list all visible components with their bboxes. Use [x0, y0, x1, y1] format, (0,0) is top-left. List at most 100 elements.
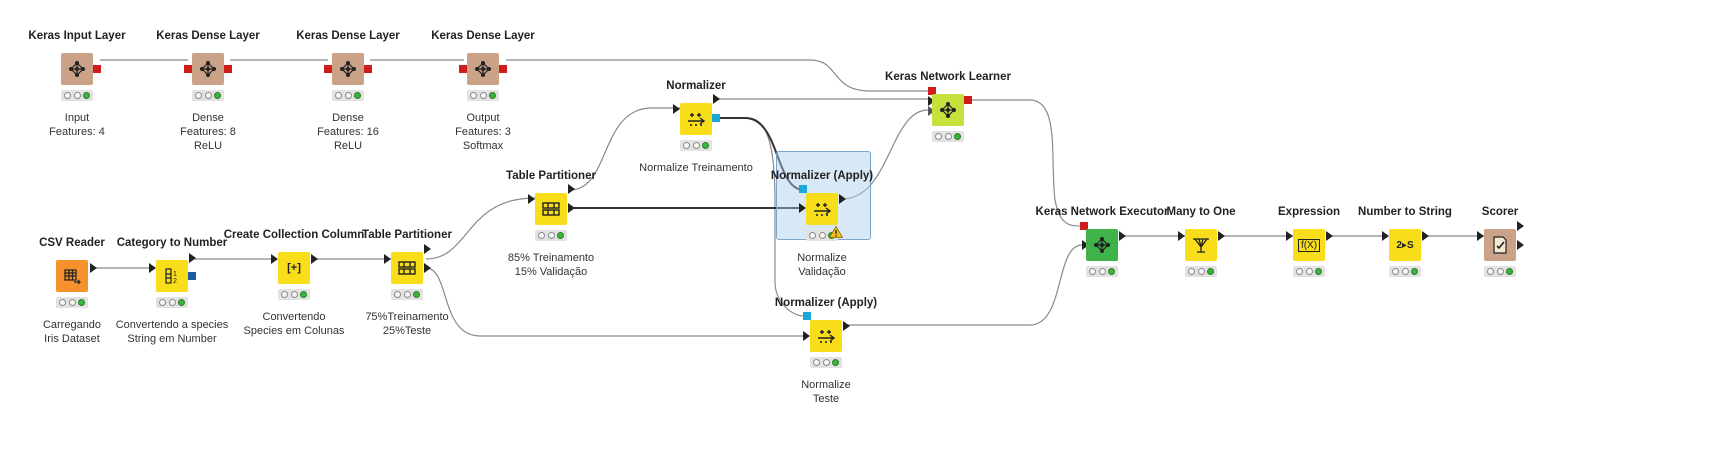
- output-port[interactable]: [713, 94, 720, 104]
- output-port[interactable]: [843, 321, 850, 331]
- input-port[interactable]: [1178, 231, 1185, 241]
- many-to-one-icon[interactable]: [1185, 229, 1217, 261]
- output-port[interactable]: [1218, 231, 1225, 241]
- output-port[interactable]: [189, 253, 196, 263]
- output-port-second[interactable]: [424, 263, 431, 273]
- output-port[interactable]: [1119, 231, 1126, 241]
- csv-table-icon[interactable]: [56, 260, 88, 292]
- node-keras-dense-layer[interactable]: Keras Dense Layer Dense Features: 16 ReL…: [258, 30, 438, 188]
- node-description[interactable]: Carregando Iris Dataset: [0, 318, 162, 346]
- model-input-port[interactable]: [803, 312, 811, 320]
- number-string-icon[interactable]: 2▸S: [1389, 229, 1421, 261]
- node-description[interactable]: Normalize Treinamento: [606, 161, 786, 175]
- node-keras-network-learner[interactable]: Keras Network Learner: [858, 71, 1038, 229]
- node-description[interactable]: 75%Treinamento 25%Teste: [317, 310, 497, 338]
- warning-icon[interactable]: [828, 225, 844, 243]
- node-table-partitioner[interactable]: Table Partitioner 85% Treinamento 15% Va…: [461, 170, 641, 328]
- node-description[interactable]: Normalize Validação: [732, 251, 912, 279]
- output-port-first[interactable]: [1517, 221, 1524, 231]
- output-port[interactable]: [224, 65, 232, 73]
- output-port[interactable]: [311, 254, 318, 264]
- node-description[interactable]: 85% Treinamento 15% Validação: [461, 251, 641, 279]
- input-port[interactable]: [673, 104, 680, 114]
- output-port[interactable]: [93, 65, 101, 73]
- scorer-icon[interactable]: [1484, 229, 1516, 261]
- output-port[interactable]: [1326, 231, 1333, 241]
- input-port[interactable]: [1286, 231, 1293, 241]
- input-port[interactable]: [271, 254, 278, 264]
- output-port-first[interactable]: [424, 244, 431, 254]
- node-keras-input-layer[interactable]: Keras Input Layer Input Features: 4: [0, 30, 167, 188]
- input-port[interactable]: [1082, 240, 1089, 250]
- node-keras-dense-layer[interactable]: Keras Dense Layer Dense Features: 8 ReLU: [118, 30, 298, 188]
- output-port-second[interactable]: [568, 203, 575, 213]
- output-port[interactable]: [839, 194, 846, 204]
- node-scorer[interactable]: Scorer: [1410, 206, 1590, 364]
- training-data-port[interactable]: [928, 96, 935, 106]
- network-icon[interactable]: [467, 53, 499, 85]
- model-output-port[interactable]: [188, 272, 196, 280]
- output-port[interactable]: [499, 65, 507, 73]
- model-input-port[interactable]: [799, 185, 807, 193]
- input-port[interactable]: [528, 194, 535, 204]
- network-icon[interactable]: [61, 53, 93, 85]
- node-description[interactable]: Output Features: 3 Softmax: [393, 111, 573, 153]
- input-port[interactable]: [184, 65, 192, 73]
- input-port[interactable]: [803, 331, 810, 341]
- model-input-port[interactable]: [928, 87, 936, 95]
- input-port[interactable]: [384, 254, 391, 264]
- node-description[interactable]: Input Features: 4: [0, 111, 167, 139]
- node-many-to-one[interactable]: Many to One: [1111, 206, 1291, 364]
- expression-icon[interactable]: f(X): [1293, 229, 1325, 261]
- input-port[interactable]: [459, 65, 467, 73]
- node-description[interactable]: Convertendo a species String em Number: [82, 318, 262, 346]
- node-desc-line: 85% Treinamento: [507, 252, 595, 264]
- node-description[interactable]: Convertendo Species em Colunas: [204, 310, 384, 338]
- validation-data-port[interactable]: [928, 106, 935, 116]
- node-csv-reader[interactable]: CSV Reader Carregando Iris Dataset: [0, 237, 162, 395]
- node-expression[interactable]: Expression f(X): [1219, 206, 1399, 364]
- node-keras-network-executor[interactable]: Keras Network Executor: [1012, 206, 1192, 364]
- input-port[interactable]: [799, 203, 806, 213]
- input-port[interactable]: [1477, 231, 1484, 241]
- partition-icon[interactable]: [535, 193, 567, 225]
- node-number-to-string[interactable]: Number to String 2▸S: [1315, 206, 1495, 364]
- output-port-second[interactable]: [1517, 240, 1524, 250]
- node-table-partitioner[interactable]: Table Partitioner 75%Treinamento 25%Test…: [317, 229, 497, 387]
- normalize-apply-icon[interactable]: [810, 320, 842, 352]
- node-desc-line: Teste: [812, 393, 840, 405]
- input-port[interactable]: [324, 65, 332, 73]
- network-icon[interactable]: [932, 94, 964, 126]
- input-port[interactable]: [149, 263, 156, 273]
- network-icon[interactable]: [1086, 229, 1118, 261]
- node-keras-dense-layer[interactable]: Keras Dense Layer Output Features: 3 Sof…: [393, 30, 573, 188]
- collection-icon[interactable]: [+]: [278, 252, 310, 284]
- network-icon[interactable]: [332, 53, 364, 85]
- node-description[interactable]: Dense Features: 8 ReLU: [118, 111, 298, 153]
- model-input-port[interactable]: [1080, 222, 1088, 230]
- partition-icon[interactable]: [391, 252, 423, 284]
- node-normalizer-apply-validation[interactable]: Normalizer (Apply) Normalize Validação: [732, 170, 912, 328]
- node-description[interactable]: Normalize Teste: [736, 378, 916, 406]
- input-port[interactable]: [1382, 231, 1389, 241]
- network-icon[interactable]: [192, 53, 224, 85]
- output-port[interactable]: [364, 65, 372, 73]
- node-description[interactable]: Dense Features: 16 ReLU: [258, 111, 438, 153]
- output-port[interactable]: [90, 263, 97, 273]
- node-create-collection-column[interactable]: Create Collection Column [+] Convertendo…: [204, 229, 384, 387]
- model-output-port[interactable]: [712, 114, 720, 122]
- status-traffic-light: [278, 289, 310, 300]
- normalize-icon[interactable]: [680, 103, 712, 135]
- link-dense3-learner: [506, 59, 928, 92]
- output-port-first[interactable]: [568, 184, 575, 194]
- output-port[interactable]: [1422, 231, 1429, 241]
- node-normalizer[interactable]: Normalizer Normalize Treinamento: [606, 80, 786, 238]
- normalize-apply-icon[interactable]: [806, 193, 838, 225]
- output-port[interactable]: [964, 96, 972, 104]
- node-desc-line: Dense: [192, 112, 224, 124]
- node-normalizer-apply-test[interactable]: Normalizer (Apply) Normalize Teste: [736, 297, 916, 455]
